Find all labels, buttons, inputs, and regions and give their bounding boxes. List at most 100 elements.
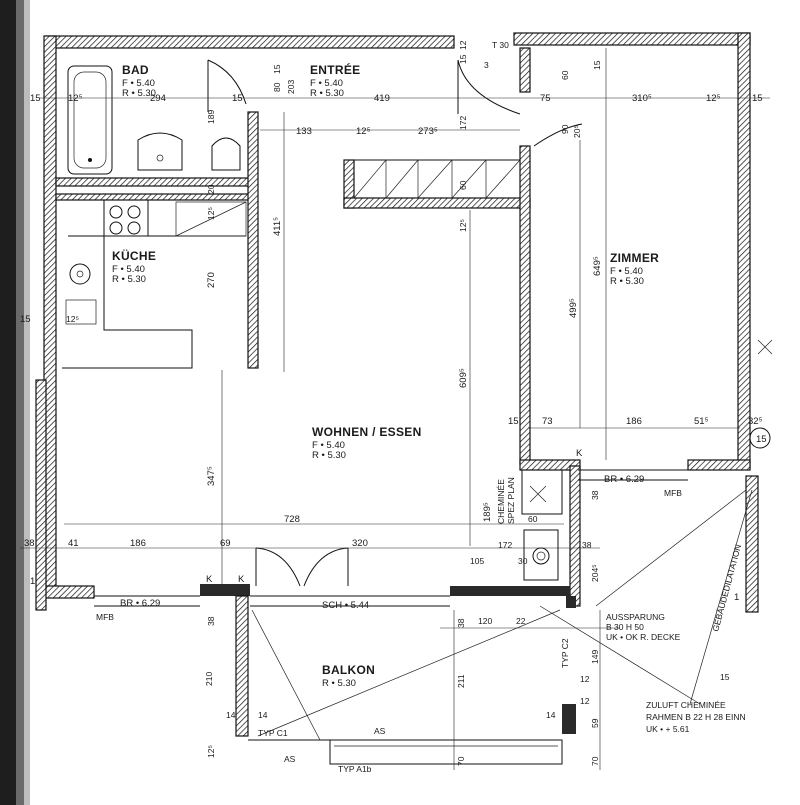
gebaeude-label: GEBÄUDEDILATATION (710, 543, 743, 632)
svg-text:15: 15 (752, 93, 763, 104)
typ-a1b: TYP A1b (338, 764, 372, 774)
aussparung-2: B 30 H 50 (606, 622, 644, 632)
svg-text:30: 30 (518, 556, 528, 566)
svg-text:609⁵: 609⁵ (458, 368, 469, 388)
svg-text:73: 73 (542, 416, 553, 427)
stove-burner-4 (127, 221, 141, 235)
zuluft-3: UK • + 5.61 (646, 724, 690, 734)
svg-text:15: 15 (272, 64, 282, 74)
sink-drain (156, 154, 164, 162)
mfb-left: MFB (96, 612, 114, 622)
svg-text:320: 320 (352, 538, 368, 549)
svg-text:59: 59 (590, 718, 600, 728)
dims-vertical: 411⁵ 270 609⁵ 347⁵ 649⁵ 499⁵ 189⁵ (206, 217, 603, 522)
svg-text:60: 60 (560, 70, 570, 80)
wall-bottom-k (200, 584, 250, 596)
as-2: AS (374, 726, 386, 736)
svg-text:12: 12 (458, 40, 468, 50)
room-wohnen-f: F • 5.40 (312, 440, 345, 451)
wall-outside-left (35, 379, 47, 611)
pipe-circle (749, 427, 771, 449)
svg-text:203: 203 (286, 80, 296, 94)
svg-text:204⁵: 204⁵ (590, 564, 600, 582)
svg-text:211: 211 (456, 674, 466, 688)
svg-text:133: 133 (296, 126, 312, 137)
svg-text:60: 60 (528, 514, 538, 524)
stove-burner-2 (127, 205, 141, 219)
svg-text:12: 12 (580, 696, 590, 706)
typ-c2: TYP C2 (560, 638, 570, 668)
room-entree-r: R • 5.30 (310, 88, 344, 99)
room-kueche-r: R • 5.30 (112, 274, 146, 285)
svg-text:32⁵: 32⁵ (748, 416, 763, 427)
walls (35, 32, 759, 737)
svg-text:60: 60 (458, 180, 468, 190)
svg-text:105: 105 (470, 556, 484, 566)
svg-text:51⁵: 51⁵ (694, 416, 709, 427)
fixtures (62, 65, 771, 581)
wall-bad-bottom (55, 177, 253, 187)
room-zimmer-r: R • 5.30 (610, 276, 644, 287)
spez-plan-label: SPEZ PLAN (506, 477, 516, 524)
zuluft-2: RAHMEN B 22 H 28 EINN (646, 712, 746, 722)
svg-text:499⁵: 499⁵ (568, 298, 579, 318)
svg-text:38: 38 (24, 538, 35, 549)
wall-bottom-right (450, 586, 570, 596)
svg-text:K: K (238, 574, 245, 585)
svg-text:186: 186 (130, 538, 146, 549)
toilet (211, 137, 241, 171)
svg-text:189⁵: 189⁵ (482, 502, 493, 522)
scan-edge (0, 0, 30, 805)
svg-text:186: 186 (626, 416, 642, 427)
svg-text:T 30: T 30 (492, 40, 509, 50)
door-balkon-1 (255, 547, 301, 587)
svg-text:15: 15 (508, 416, 519, 427)
svg-text:38: 38 (206, 616, 216, 626)
dims-inner: 133 12⁵ 273⁵ 189 20 12⁵ 60 12⁵ (206, 110, 468, 232)
cheminee-label: CHEMINÉE (496, 479, 506, 524)
room-entree-name: ENTRÉE (310, 62, 360, 77)
svg-text:41: 41 (68, 538, 79, 549)
stove-burner-1 (109, 205, 123, 219)
wall-outside-right (745, 475, 759, 613)
svg-text:189: 189 (206, 110, 216, 124)
wall-zimmer-left-top (519, 47, 531, 93)
svg-text:347⁵: 347⁵ (206, 466, 217, 486)
svg-text:149: 149 (590, 650, 600, 664)
as-1: AS (284, 754, 296, 764)
room-zimmer-f: F • 5.40 (610, 266, 643, 277)
svg-text:649⁵: 649⁵ (592, 256, 603, 276)
svg-text:22: 22 (516, 616, 526, 626)
svg-text:294: 294 (150, 93, 166, 104)
storage-cabinets (353, 159, 521, 199)
svg-text:20: 20 (206, 184, 216, 194)
svg-text:14: 14 (226, 710, 236, 720)
cheminee-box (521, 469, 563, 515)
svg-text:90: 90 (560, 124, 570, 134)
svg-text:12⁵: 12⁵ (356, 126, 371, 137)
room-entree-f: F • 5.40 (310, 78, 343, 89)
door-swing-zimmer (533, 123, 583, 147)
mfb-right: MFB (664, 488, 682, 498)
room-balkon-r: R • 5.30 (322, 678, 356, 689)
stove-burner-3 (109, 221, 123, 235)
dims-balkon: 38 120 22 211 210 14 14 12 149 12 14 59 … (204, 616, 730, 766)
room-wohnen-name: WOHNEN / ESSEN (312, 425, 422, 439)
svg-text:70: 70 (456, 756, 466, 766)
dimension-lines (20, 48, 770, 770)
br-left: BR • 6.29 (120, 598, 160, 609)
svg-text:15: 15 (458, 54, 468, 64)
svg-text:419: 419 (374, 93, 390, 104)
svg-text:70: 70 (590, 756, 600, 766)
room-wohnen-r: R • 5.30 (312, 450, 346, 461)
cheminee-flue (523, 529, 559, 581)
room-bad-name: BAD (122, 63, 149, 77)
balkon-railing (329, 739, 563, 765)
wall-storage-bottom (343, 197, 531, 209)
svg-text:20⁵: 20⁵ (572, 125, 582, 138)
svg-text:728: 728 (284, 514, 300, 525)
kitchen-drainboard (65, 299, 97, 325)
svg-text:12⁵: 12⁵ (68, 93, 83, 104)
kitchen-cabinet (175, 201, 247, 237)
